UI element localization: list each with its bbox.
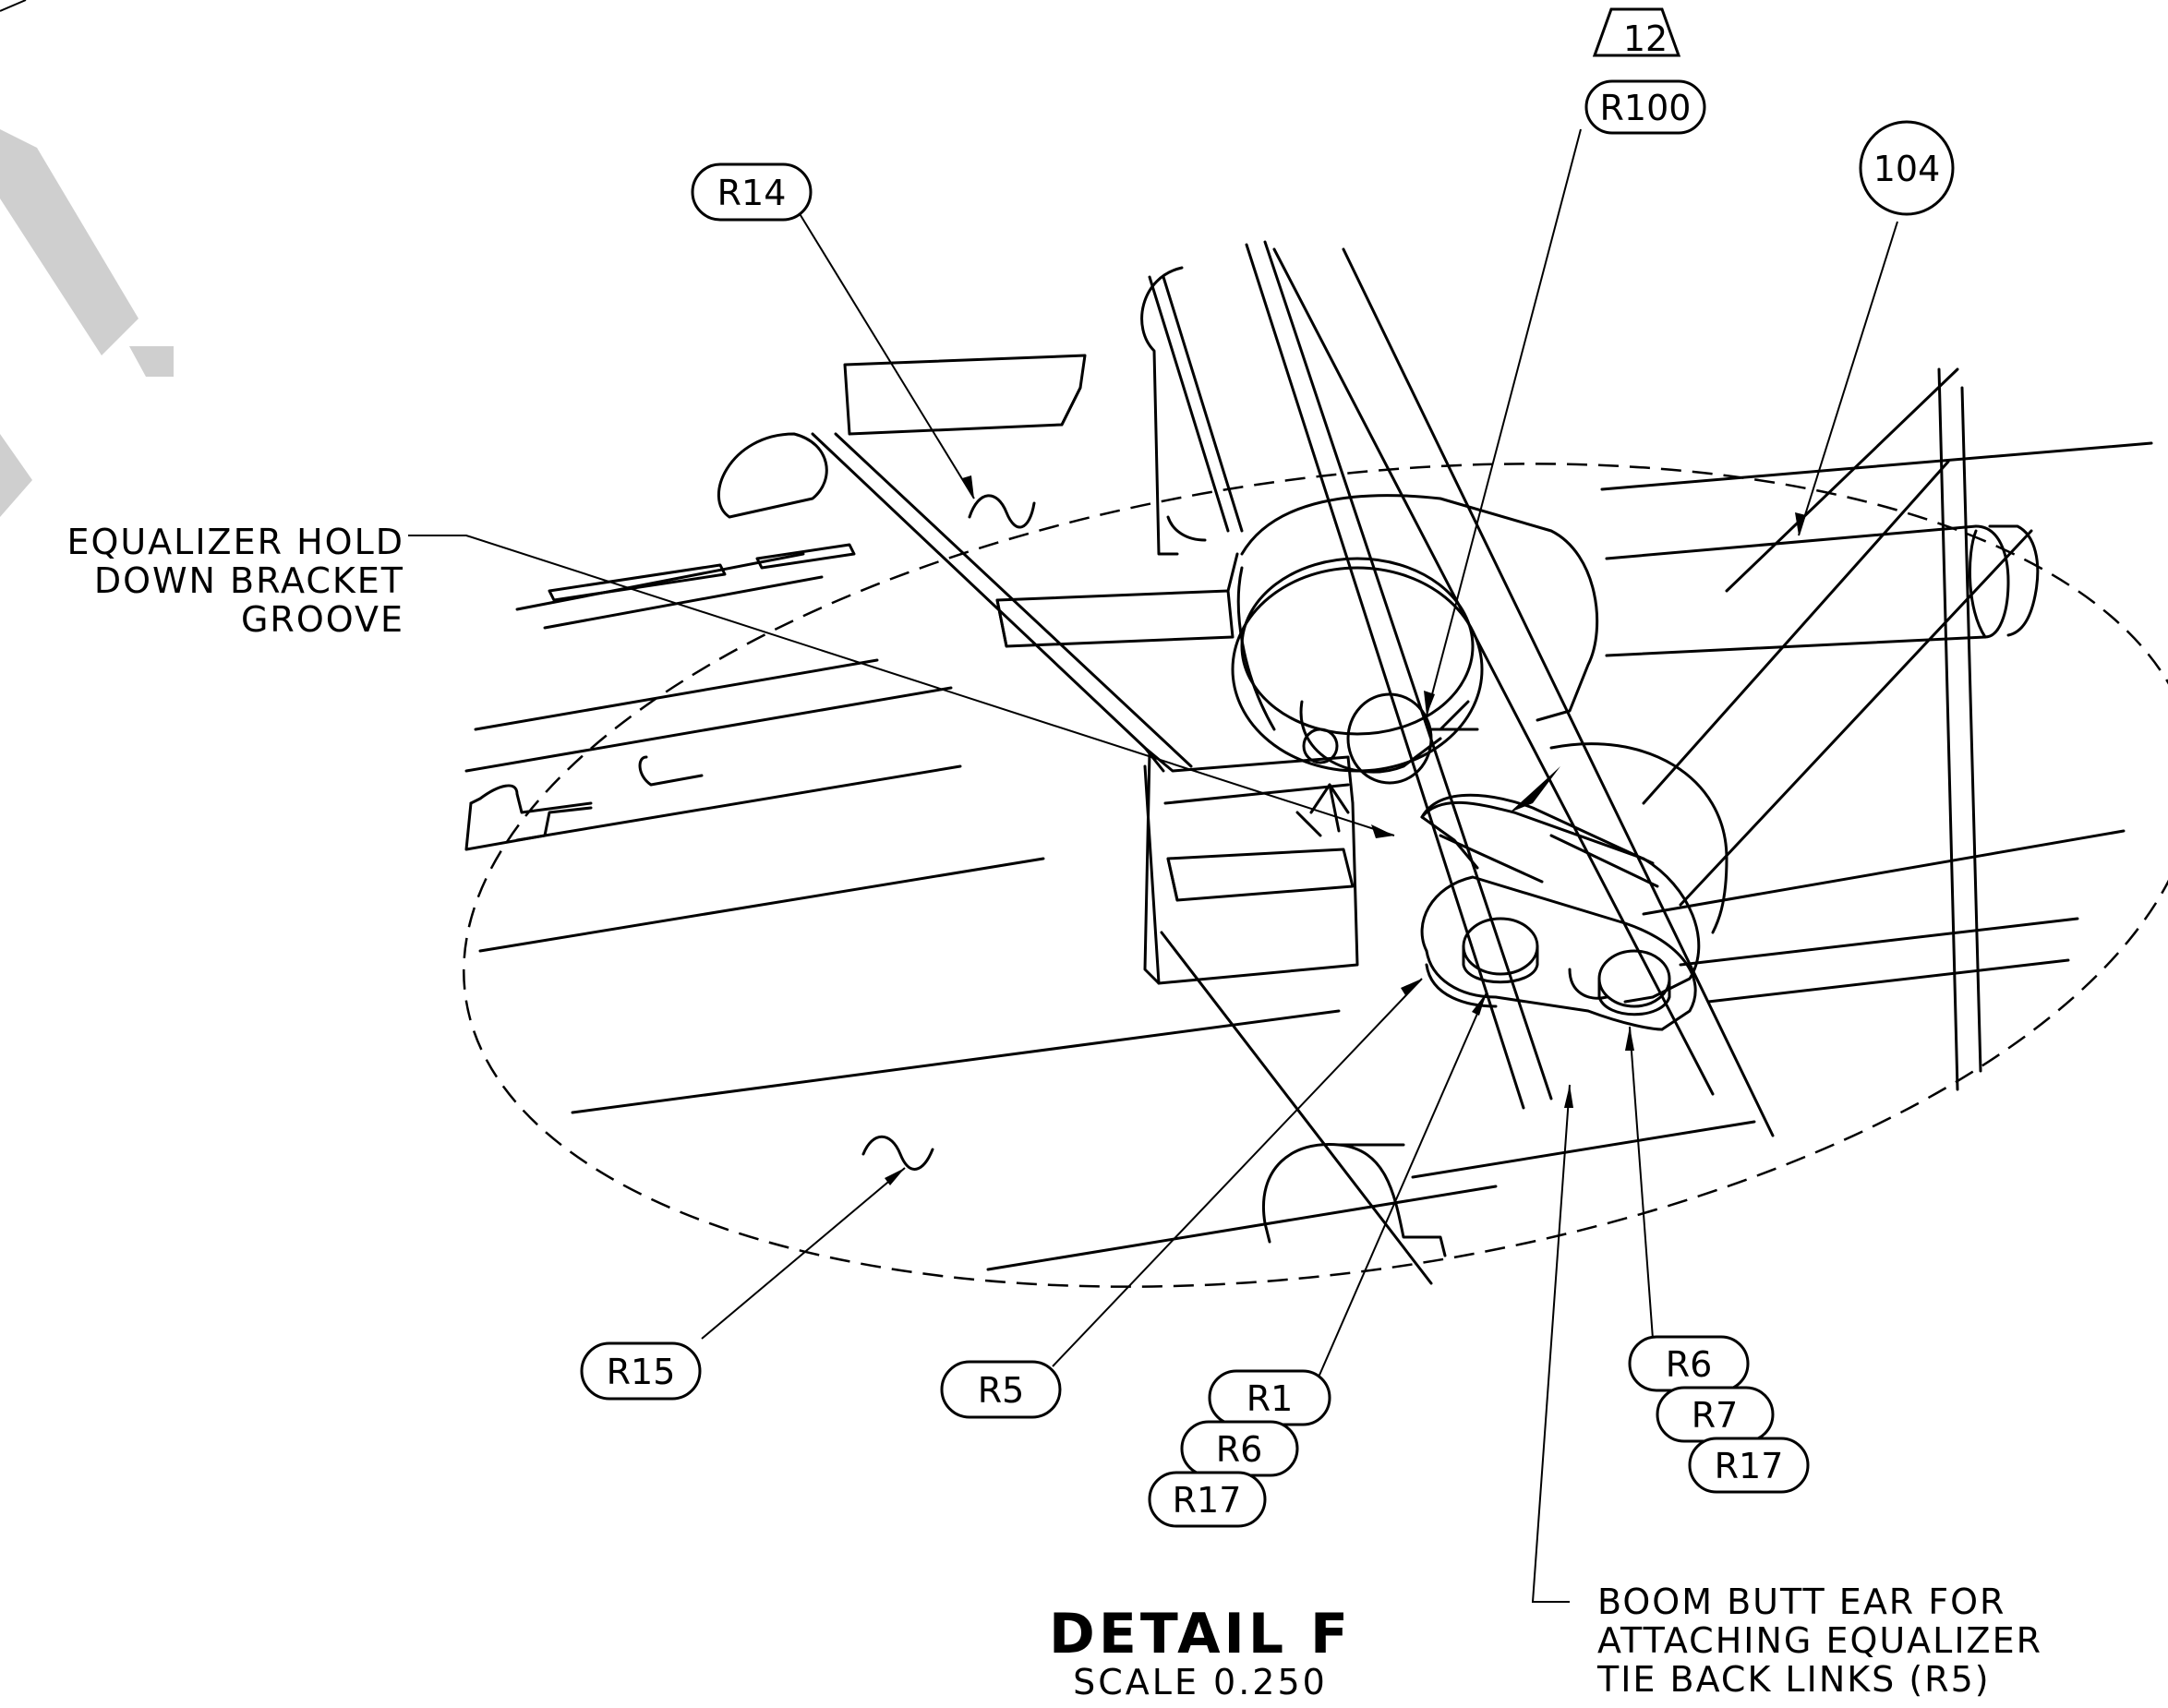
balloon-labels: 12 R100 104 R14 R15 R5 R1 R6 R17 R6 R7 R… <box>607 18 1941 1521</box>
note-line: BOOM BUTT EAR FOR <box>1597 1582 2005 1622</box>
assembly-linework <box>464 240 2153 1285</box>
note-line: GROOVE <box>241 599 404 640</box>
detail-title-block: DETAIL F SCALE 0.250 <box>1049 1602 1352 1702</box>
detail-scale: SCALE 0.250 <box>1073 1662 1328 1702</box>
note-line: TIE BACK LINKS (R5) <box>1596 1659 1991 1700</box>
balloon-12: 12 <box>1623 18 1668 59</box>
balloon-shapes <box>580 7 1955 1528</box>
balloon-r17-left: R17 <box>1173 1480 1242 1521</box>
balloon-r17-right: R17 <box>1715 1446 1784 1486</box>
balloon-r7-right: R7 <box>1692 1395 1739 1436</box>
balloon-104: 104 <box>1873 149 1941 189</box>
detail-title: DETAIL F <box>1049 1602 1352 1666</box>
balloon-r15: R15 <box>607 1352 676 1392</box>
direction-arrowhead <box>1510 766 1560 812</box>
balloon-r6-left: R6 <box>1216 1429 1263 1470</box>
note-line: DOWN BRACKET <box>94 560 404 601</box>
balloon-r100: R100 <box>1600 88 1692 128</box>
leader-lines <box>408 128 1898 1603</box>
watermark-fragment <box>0 129 174 517</box>
balloon-r6-right: R6 <box>1666 1344 1713 1385</box>
balloon-r1: R1 <box>1247 1378 1294 1419</box>
note-equalizer-groove: EQUALIZER HOLD DOWN BRACKET GROOVE <box>66 522 404 640</box>
detail-boundary <box>463 463 2168 1288</box>
leader-arrowheads <box>885 475 1806 1185</box>
note-line: EQUALIZER HOLD <box>66 522 404 562</box>
note-boom-butt-ear: BOOM BUTT EAR FOR ATTACHING EQUALIZER TI… <box>1596 1582 2042 1700</box>
balloon-r5: R5 <box>978 1370 1025 1411</box>
balloon-r14: R14 <box>717 173 787 213</box>
note-line: ATTACHING EQUALIZER <box>1597 1620 2042 1661</box>
